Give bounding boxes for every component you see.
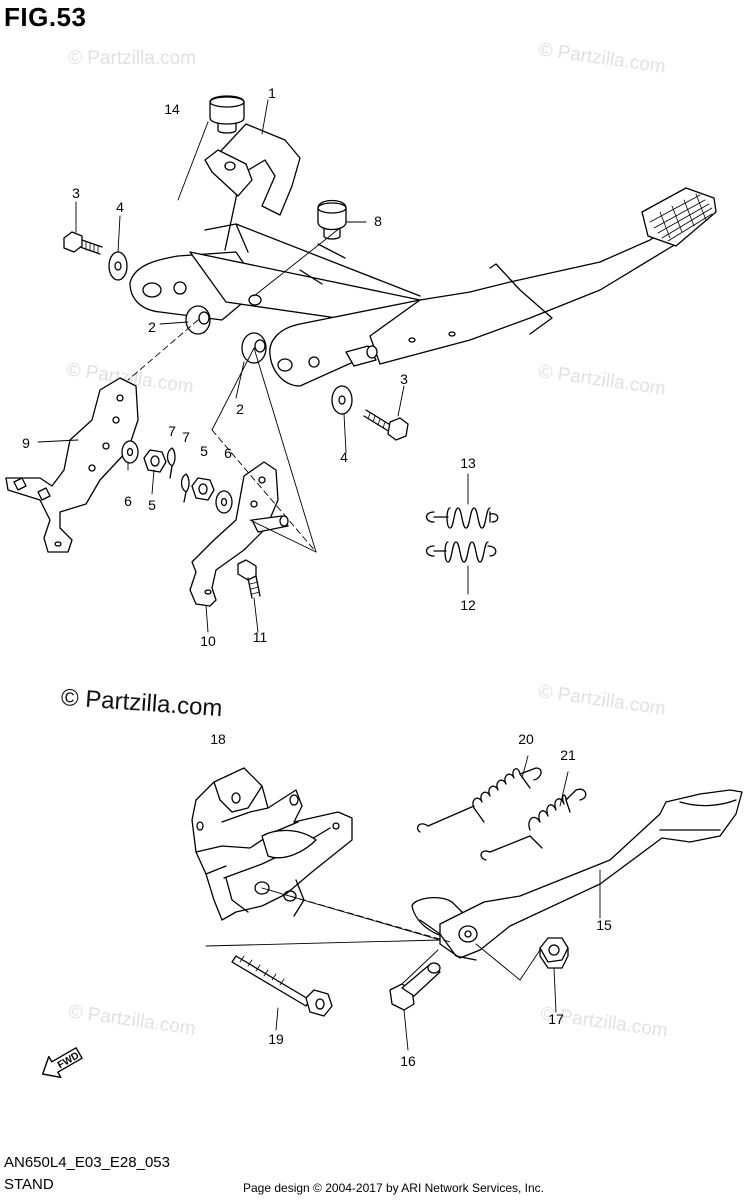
callout-1: 1	[268, 85, 276, 101]
figure-title: FIG.53	[4, 2, 87, 32]
section-name: STAND	[4, 1176, 54, 1193]
lower-leader-lines	[205, 755, 601, 1051]
callout-12: 12	[460, 597, 476, 613]
page-credit: Page design © 2004-2017 by ARI Network S…	[243, 1181, 545, 1195]
part-7-cotter-pin-a	[166, 447, 176, 479]
part-5-nut-right	[191, 477, 215, 501]
diagram-code: AN650L4_E03_E28_053	[4, 1154, 170, 1171]
part-11-bolt	[237, 559, 261, 599]
callout-6: 6	[124, 493, 132, 509]
watermark: © Partzilla.com	[68, 48, 197, 69]
callout-8: 8	[374, 213, 382, 229]
part-9-bracket-left	[5, 377, 139, 553]
fwd-label: FWD	[56, 1050, 81, 1071]
part-14-rubber-cap	[209, 95, 245, 134]
part-20-spring	[416, 767, 542, 833]
part-4-washer-right	[331, 385, 353, 415]
part-21-spring	[480, 788, 587, 861]
upper-leader-lines	[37, 99, 469, 633]
part-3-bolt-right	[363, 409, 409, 441]
callout-7: 7	[168, 423, 176, 439]
callout-21: 21	[560, 747, 576, 763]
callout-3: 3	[400, 371, 408, 387]
callout-4: 4	[340, 449, 348, 465]
callout-19: 19	[268, 1031, 284, 1047]
callout-10: 10	[200, 633, 216, 649]
callout-6: 6	[224, 445, 232, 461]
fwd-arrow-icon: FWD	[41, 1047, 83, 1079]
part-7-cotter-pin-b	[180, 473, 190, 503]
callout-3: 3	[72, 185, 80, 201]
part-10-bracket-right	[189, 461, 289, 607]
part-4-washer-left	[108, 251, 128, 281]
part-17-nut	[539, 937, 569, 969]
callout-14: 14	[164, 101, 180, 117]
part-3-bolt-left	[63, 231, 103, 255]
callout-2: 2	[148, 319, 156, 335]
callout-20: 20	[518, 731, 534, 747]
callout-16: 16	[400, 1053, 416, 1069]
callout-4: 4	[116, 199, 124, 215]
part-13-spring	[425, 507, 499, 529]
part-1-main-stand	[129, 123, 717, 387]
part-8-damper	[317, 199, 347, 240]
callout-2: 2	[236, 401, 244, 417]
callout-5: 5	[148, 497, 156, 513]
part-19-bolt	[231, 955, 333, 1017]
callout-labels: 1 2 2 3 3 4 4 5 5 6 6 7 7 8 9 10 11 12 1…	[22, 85, 612, 1069]
part-12-spring	[425, 541, 497, 563]
part-5-nut-left	[143, 449, 167, 473]
part-6-washer-left	[121, 440, 139, 464]
callout-7: 7	[182, 429, 190, 445]
callout-5: 5	[200, 443, 208, 459]
callout-11: 11	[253, 629, 268, 645]
callout-15: 15	[596, 917, 612, 933]
part-16-bolt	[389, 962, 441, 1011]
part-6-washer-right	[215, 490, 233, 514]
callout-18: 18	[210, 731, 226, 747]
callout-17: 17	[548, 1011, 564, 1027]
part-15-sidestand	[411, 789, 743, 961]
callout-13: 13	[460, 455, 476, 471]
part-18-sidestand-bracket	[191, 767, 353, 921]
callout-9: 9	[22, 435, 30, 451]
